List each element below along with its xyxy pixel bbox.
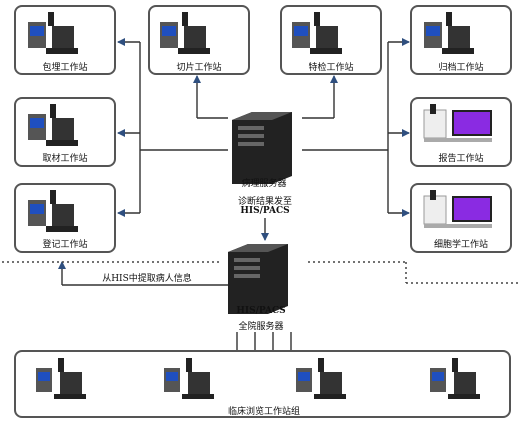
label-qiepian: 切片工作站 <box>176 63 222 73</box>
label-his-pacs-server-line1: HIS/PACS <box>236 306 286 316</box>
label-xibao: 细胞学工作站 <box>433 240 488 250</box>
label-fetch-patient: 从HIS中提取病人信息 <box>102 274 192 284</box>
label-baogao: 报告工作站 <box>438 154 484 164</box>
label-guidang: 归档工作站 <box>438 63 484 73</box>
label-tejian: 特检工作站 <box>308 63 354 73</box>
computer-microscope-icons <box>28 12 492 399</box>
label-qucai: 取材工作站 <box>42 154 88 164</box>
label-his-pacs-server-line2: 全院服务器 <box>238 322 284 332</box>
clinical-group-box <box>14 350 511 418</box>
label-pathology-server: 病理服务器 <box>241 179 287 189</box>
label-baomai: 包埋工作站 <box>42 63 88 73</box>
label-diagnosis-line2: HIS/PACS <box>240 206 290 216</box>
label-clinical-group: 临床浏览工作站组 <box>227 407 300 417</box>
his-pacs-server-icon <box>228 244 288 314</box>
label-diagnosis-line1: 诊断结果发至 <box>237 197 292 207</box>
connections <box>58 38 410 352</box>
pathology-server-icon <box>232 112 292 184</box>
label-dengji: 登记工作站 <box>42 240 88 250</box>
network-boundary <box>2 261 520 284</box>
